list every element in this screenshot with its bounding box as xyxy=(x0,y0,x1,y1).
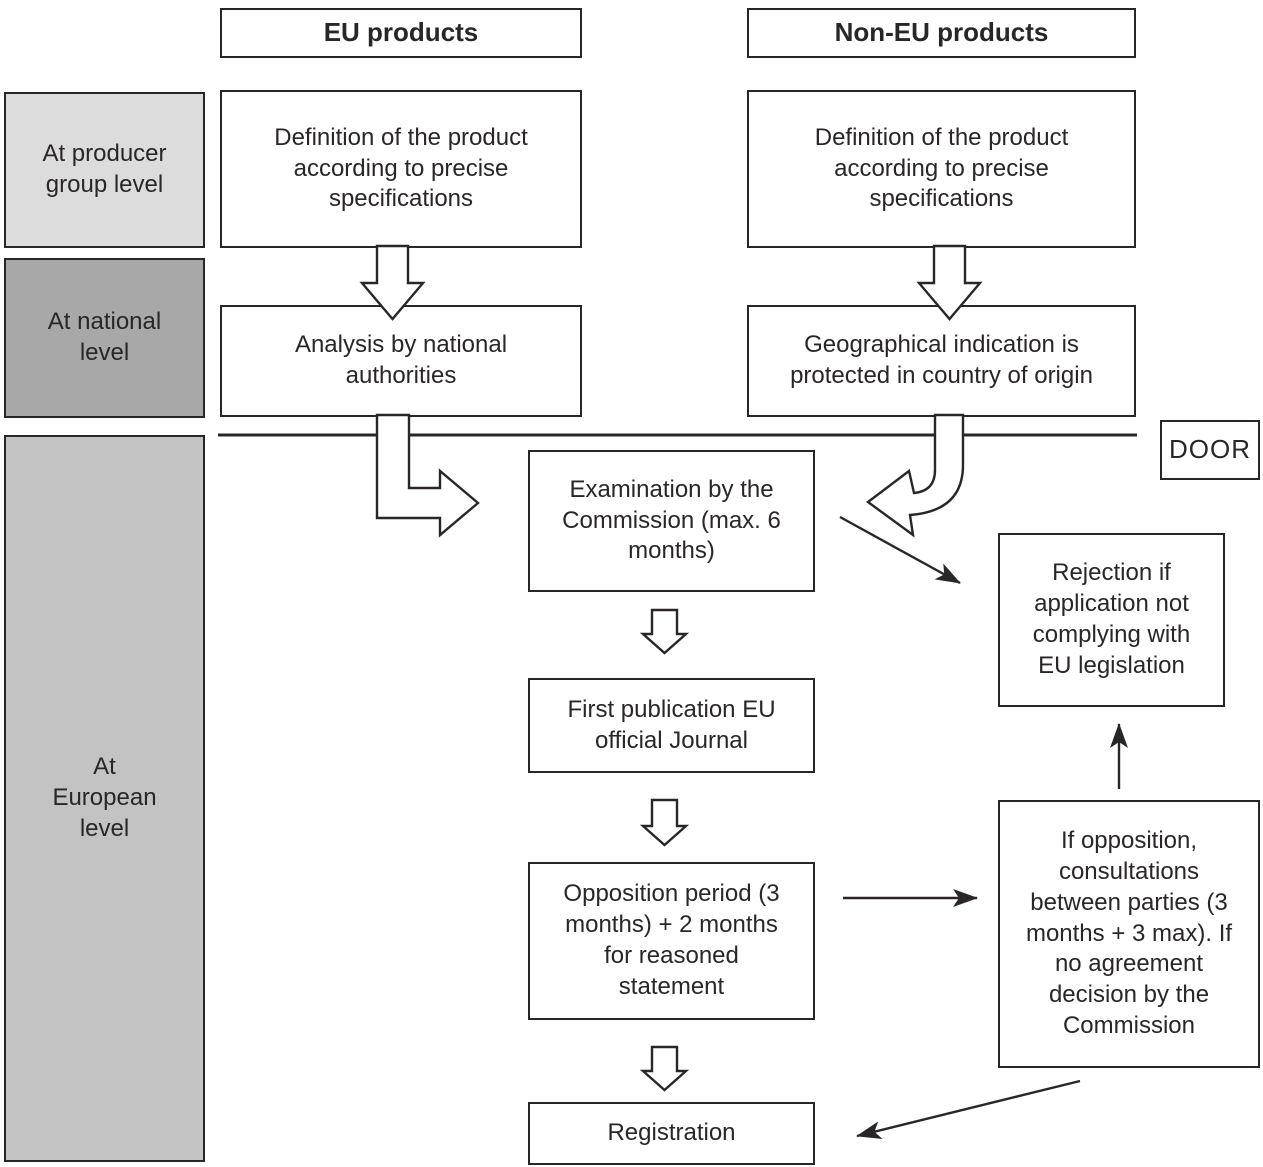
header-non-eu-products-label: Non-EU products xyxy=(834,17,1049,48)
box-door-database: DOOR xyxy=(1160,420,1260,480)
level-producer-group-label: At producer group level xyxy=(42,140,167,198)
box-opposition-period: Opposition period (3 months) + 2 months … xyxy=(528,862,815,1020)
header-non-eu-products: Non-EU products xyxy=(747,8,1136,58)
header-eu-products-label: EU products xyxy=(323,17,479,48)
arrow-geographical-to-examination xyxy=(865,413,965,538)
level-national-label: At national level xyxy=(47,308,162,366)
arrow-opposition-to-registration xyxy=(639,1045,690,1092)
box-examination-label: Examination by the Commission (max. 6 mo… xyxy=(562,475,781,565)
box-registration-label: Registration xyxy=(607,1119,736,1147)
box-rejection: Rejection if application not complying w… xyxy=(998,533,1225,707)
arrow-consultation-to-registration xyxy=(856,1079,1081,1139)
box-analysis-national-authorities: Analysis by national authorities xyxy=(220,305,582,417)
box-rejection-label: Rejection if application not complying w… xyxy=(1032,559,1191,679)
level-european: At European level xyxy=(4,435,205,1162)
box-eu-definition-label: Definition of the product according to p… xyxy=(274,123,528,213)
arrow-first-publication-to-opposition xyxy=(639,798,690,847)
level-national: At national level xyxy=(4,258,205,418)
box-opposition-label: Opposition period (3 months) + 2 months … xyxy=(563,880,780,1000)
box-examination-commission: Examination by the Commission (max. 6 mo… xyxy=(528,450,815,592)
box-consultation: If opposition, consultations between par… xyxy=(998,800,1260,1068)
level-european-label: At European level xyxy=(52,753,157,842)
box-non-eu-definition-label: Definition of the product according to p… xyxy=(814,123,1069,213)
level-producer-group: At producer group level xyxy=(4,92,205,248)
header-eu-products: EU products xyxy=(220,8,582,58)
box-first-publication-label: First publication EU official Journal xyxy=(567,695,776,754)
box-first-publication: First publication EU official Journal xyxy=(528,678,815,773)
box-geographical-indication: Geographical indication is protected in … xyxy=(747,305,1136,417)
box-consultation-label: If opposition, consultations between par… xyxy=(1025,826,1233,1040)
box-registration: Registration xyxy=(528,1102,815,1165)
arrow-analysis-to-examination xyxy=(375,413,480,538)
box-analysis-label: Analysis by national authorities xyxy=(294,331,508,389)
arrow-examination-to-rejection xyxy=(839,515,961,585)
arrow-examination-to-first-publication xyxy=(639,608,690,655)
box-eu-definition: Definition of the product according to p… xyxy=(220,90,582,248)
box-non-eu-definition: Definition of the product according to p… xyxy=(747,90,1136,248)
box-door-label: DOOR xyxy=(1169,434,1251,465)
box-geographical-indication-label: Geographical indication is protected in … xyxy=(790,331,1093,389)
